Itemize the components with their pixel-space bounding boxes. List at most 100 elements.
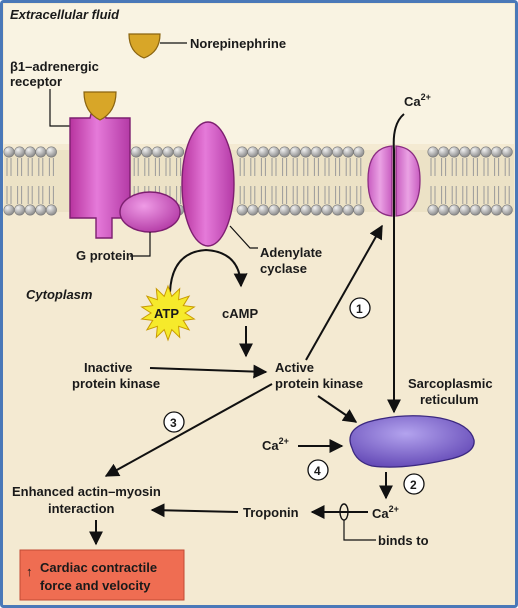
step-4-badge (307, 459, 329, 481)
adenylate-cyclase-icon (181, 121, 235, 247)
adenylate-cyclase-label-line1: Adenylate (260, 245, 322, 260)
result-label-line1: Cardiac contractile (40, 560, 157, 575)
lipid-head (469, 204, 481, 216)
lipid-head (279, 204, 291, 216)
norepinephrine-icon (128, 33, 161, 59)
activation-arrow (149, 364, 268, 379)
lipid-head (427, 204, 439, 216)
atp-to-camp-arrow (169, 248, 248, 293)
lipid-head (45, 146, 57, 158)
lipid-head (342, 146, 354, 158)
calcium-label-left: Ca2+ (262, 436, 289, 453)
lipid-head (459, 204, 471, 216)
calcium-influx-arrow-top (392, 113, 405, 156)
camp-label: cAMP (222, 306, 258, 321)
lipid-head (321, 204, 333, 216)
inactive-kinase-label-line1: Inactive (84, 360, 132, 375)
kinase-to-channel-arrow (305, 224, 383, 361)
lipid-head (310, 204, 322, 216)
kinase-to-sr-arrow (317, 395, 358, 423)
lipid-head (353, 204, 365, 216)
step-2-number: 2 (410, 478, 417, 492)
lipid-head (300, 204, 312, 216)
enhanced-interaction-label-line2: interaction (48, 501, 115, 516)
atp-burst-icon (140, 284, 196, 342)
lipid-head (3, 204, 15, 216)
g-protein-icon (119, 191, 181, 233)
lipid-head (438, 146, 450, 158)
sr-label-line2: reticulum (420, 392, 479, 407)
lipid-head (480, 204, 492, 216)
lipid-head (162, 146, 174, 158)
lipid-head (501, 146, 513, 158)
lipid-head (289, 146, 301, 158)
receptor-label-line1: β1–adrenergic (10, 59, 99, 74)
lipid-head (173, 146, 185, 158)
lipid-head (310, 146, 322, 158)
extracellular-fluid-label: Extracellular fluid (10, 7, 120, 22)
binds-to-label: binds to (378, 533, 429, 548)
lipid-head (332, 204, 344, 216)
lipid-head (247, 204, 259, 216)
inactive-kinase-label-line2: protein kinase (72, 376, 160, 391)
result-label-line2: force and velocity (40, 578, 151, 593)
cardiac-contractile-result-box (19, 549, 185, 601)
lipid-head (321, 146, 333, 158)
lipid-head (469, 146, 481, 158)
step-4-number: 4 (314, 464, 321, 478)
lipid-head (45, 204, 57, 216)
lipid-head (268, 146, 280, 158)
lipid-head (491, 204, 503, 216)
norepinephrine-label: Norepinephrine (190, 36, 286, 51)
lipid-head (247, 146, 259, 158)
lipid-head (236, 146, 248, 158)
calcium-label-right: Ca2+ (372, 504, 399, 521)
atp-label: ATP (154, 306, 179, 321)
troponin-to-interaction-arrow (150, 503, 239, 518)
lipid-head (480, 146, 492, 158)
lipid-head (448, 204, 460, 216)
lipid-head (24, 146, 36, 158)
sr-label-line1: Sarcoplasmic (408, 376, 493, 391)
calcium-label-top: Ca2+ (404, 92, 431, 109)
lipid-head (257, 204, 269, 216)
lipid-head (448, 146, 460, 158)
lipid-head (257, 146, 269, 158)
lipid-head (14, 146, 26, 158)
lipid-head (236, 204, 248, 216)
lipid-head (35, 146, 47, 158)
step-3-number: 3 (170, 416, 177, 430)
lipid-head (501, 204, 513, 216)
troponin-label: Troponin (243, 505, 299, 520)
lipid-head (332, 146, 344, 158)
lipid-head (3, 146, 15, 158)
step-3-badge (163, 411, 185, 433)
lipid-head (353, 146, 365, 158)
lipid-head (130, 146, 142, 158)
lipid-head (141, 146, 153, 158)
kinase-to-interaction-arrow (104, 383, 273, 477)
lipid-head (14, 204, 26, 216)
calcium-channel-icon (367, 145, 421, 217)
lipid-head (24, 204, 36, 216)
lipid-head (268, 204, 280, 216)
lipid-head (427, 146, 439, 158)
enhanced-interaction-label-line1: Enhanced actin–myosin (12, 484, 161, 499)
cytoplasm-label: Cytoplasm (26, 287, 93, 302)
lipid-head (438, 204, 450, 216)
lipid-head (300, 146, 312, 158)
active-kinase-label-line2: protein kinase (275, 376, 363, 391)
sarcoplasmic-reticulum-icon (349, 415, 475, 468)
lipid-head (289, 204, 301, 216)
lipid-head (342, 204, 354, 216)
step-2-badge (403, 473, 425, 495)
adenylate-cyclase-label-line2: cyclase (260, 261, 307, 276)
receptor-label-line2: receptor (10, 74, 62, 89)
lipid-head (279, 146, 291, 158)
lipid-head (459, 146, 471, 158)
g-protein-label: G protein (76, 248, 134, 263)
lipid-head (35, 204, 47, 216)
bound-norepinephrine-icon (83, 91, 117, 121)
